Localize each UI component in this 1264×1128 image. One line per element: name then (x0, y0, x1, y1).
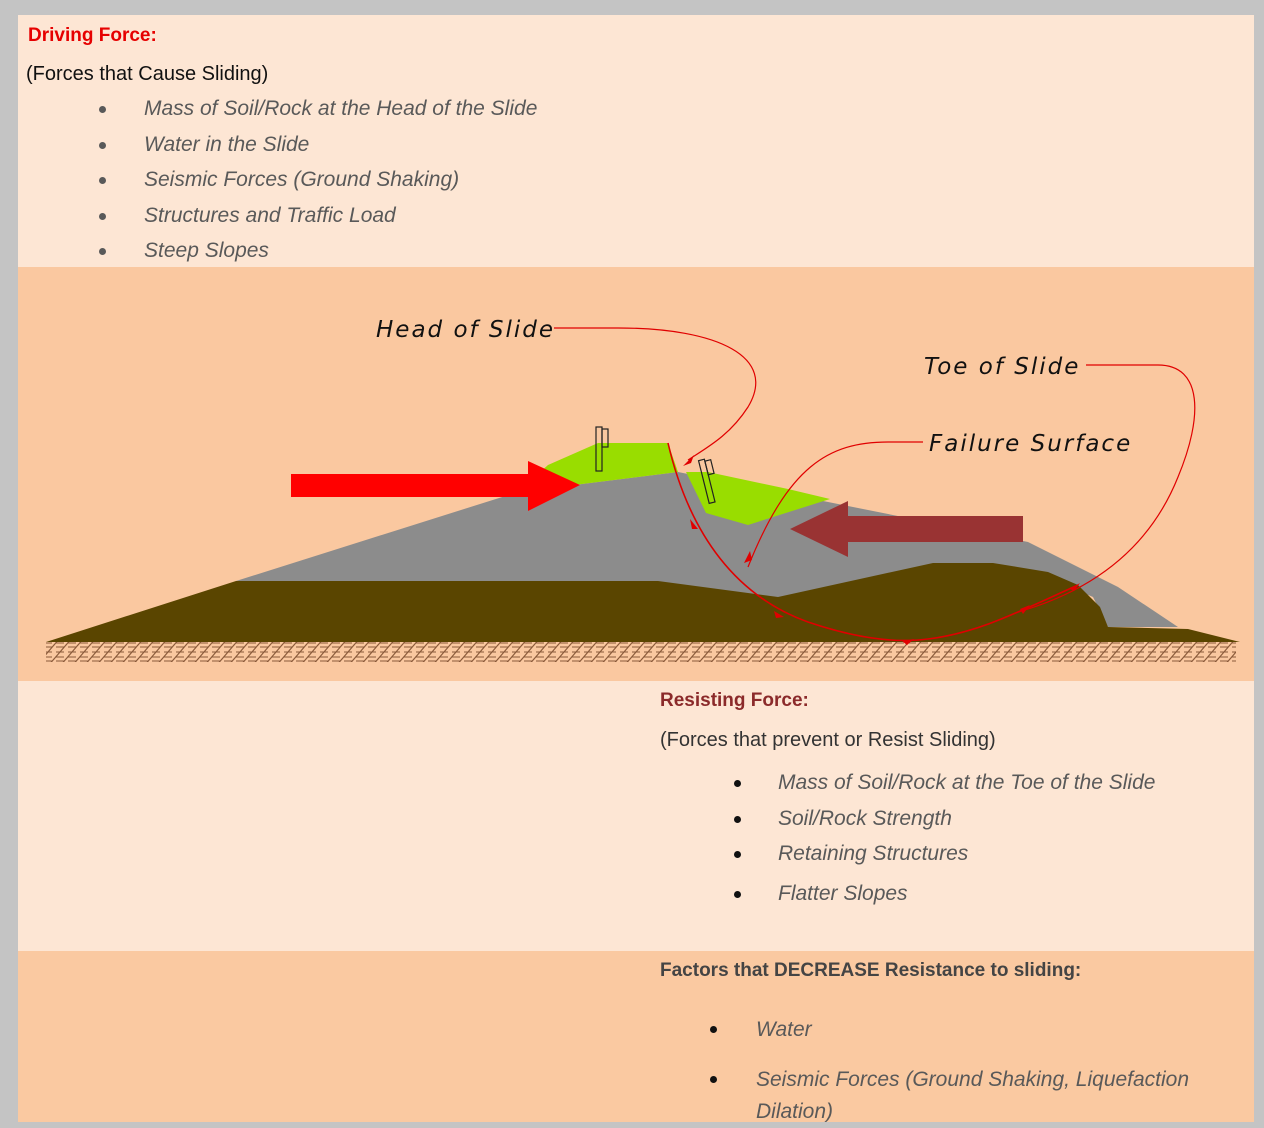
resisting-force-arrow (790, 501, 1023, 557)
failure-surface-label: Failure Surface (929, 431, 1132, 457)
toe-of-slide-label: Toe of Slide (924, 354, 1080, 380)
factors-section (18, 951, 1254, 1122)
bullet-icon (734, 851, 741, 858)
arrowhead-icon (683, 455, 694, 466)
bullet-icon (99, 248, 106, 255)
page-frame: Driving Force: (Forces that Cause Slidin… (18, 15, 1254, 1122)
list-item-text: Flatter Slopes (778, 881, 908, 905)
structure-icon (595, 426, 609, 472)
list-item: Water in the Slide (99, 132, 537, 169)
driving-force-list: Mass of Soil/Rock at the Head of the Sli… (99, 97, 538, 275)
list-item: Retaining Structures (734, 842, 1155, 878)
list-item: Water (710, 1014, 1226, 1046)
factors-list: Water Seismic Forces (Ground Shaking, Li… (710, 1014, 1226, 1122)
toe-leader-line (1017, 364, 1196, 613)
list-item-text: Steep Slopes (144, 239, 269, 262)
slope-body (236, 472, 1178, 627)
list-item-text: Seismic Forces (Ground Shaking, Liquefac… (756, 1068, 1190, 1122)
resisting-force-section (18, 681, 1254, 951)
bullet-icon (734, 815, 741, 823)
bullet-icon (99, 106, 106, 113)
factors-title: Factors that DECREASE Resistance to slid… (660, 960, 1082, 981)
bullet-icon (734, 890, 741, 898)
bullet-icon (734, 780, 741, 787)
list-item: Flatter Slopes (734, 881, 1155, 918)
bullet-icon (710, 1026, 717, 1033)
arrowhead-icon (1020, 605, 1030, 614)
bullet-icon (710, 1076, 717, 1083)
list-item: Steep Slopes (99, 239, 537, 275)
list-item-text: Retaining Structures (778, 842, 969, 865)
slide-mass-block (686, 472, 830, 525)
list-item-text: Seismic Forces (Ground Shaking) (144, 168, 460, 191)
list-item: Structures and Traffic Load (99, 203, 537, 240)
list-item: Soil/Rock Strength (734, 806, 1155, 843)
bullet-icon (99, 141, 106, 149)
bullet-icon (99, 212, 106, 220)
list-item-text: Soil/Rock Strength (778, 806, 952, 830)
ground-hatch (46, 642, 1236, 662)
failure-surface-line (667, 442, 1079, 642)
driving-force-title: Driving Force: (28, 25, 157, 46)
resisting-force-list: Mass of Soil/Rock at the Toe of the Slid… (734, 771, 1156, 918)
driving-force-subtitle: (Forces that Cause Sliding) (26, 63, 269, 85)
arrowhead-icon (902, 639, 914, 645)
bullet-icon (99, 177, 106, 184)
head-leader-line (554, 327, 757, 461)
resisting-force-subtitle: (Forces that prevent or Resist Sliding) (660, 729, 996, 751)
arrowhead-icon (744, 551, 752, 563)
list-item-text: Water (756, 1018, 812, 1041)
arrowhead-icon (774, 611, 784, 618)
list-item: Seismic Forces (Ground Shaking, Liquefac… (710, 1064, 1226, 1122)
list-item: Seismic Forces (Ground Shaking) (99, 168, 537, 204)
failure-leader-line (747, 441, 923, 568)
list-item-text: Structures and Traffic Load (144, 203, 396, 227)
structure-icon (697, 458, 716, 505)
list-item: Mass of Soil/Rock at the Toe of the Slid… (734, 771, 1156, 807)
driving-force-section (18, 15, 1254, 267)
list-item: Mass of Soil/Rock at the Head of the Sli… (99, 97, 538, 133)
resisting-force-title: Resisting Force: (660, 690, 809, 711)
landslide-diagram: Head of Slide Toe of Slide Failure Surfa… (46, 317, 1240, 662)
head-of-slide-label: Head of Slide (376, 317, 555, 343)
list-item-text: Mass of Soil/Rock at the Head of the Sli… (144, 97, 538, 120)
driving-force-arrow (291, 461, 580, 511)
arrowhead-icon (690, 519, 698, 529)
list-item-text: Water in the Slide (144, 132, 310, 156)
arrowhead-icon (1070, 583, 1080, 591)
ground-layer (46, 563, 1240, 642)
list-item-text: Mass of Soil/Rock at the Toe of the Slid… (778, 771, 1156, 794)
